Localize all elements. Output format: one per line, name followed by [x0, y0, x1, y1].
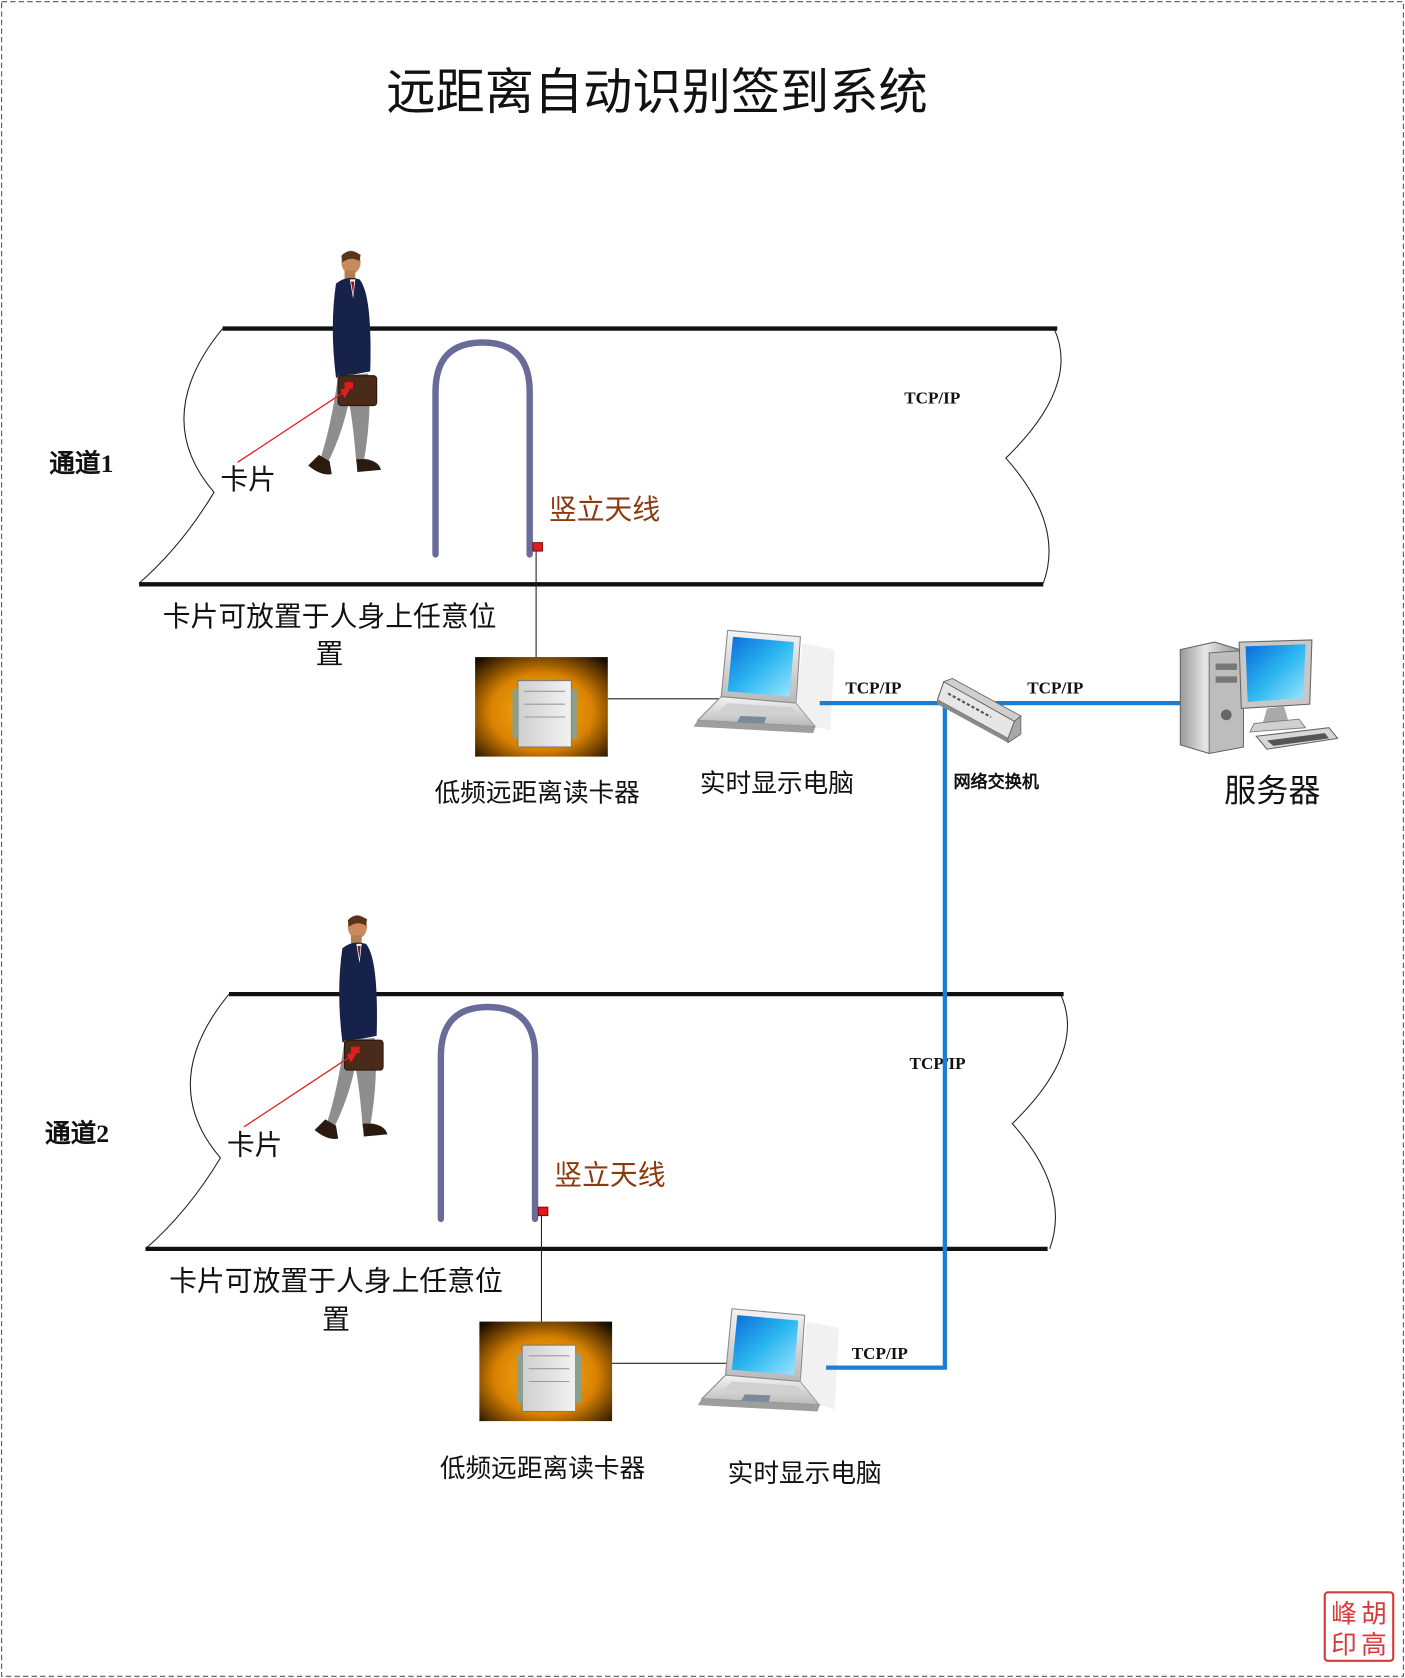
antenna-label: 竖立天线 [549, 495, 660, 526]
card-reader-icon [478, 1321, 613, 1422]
channel-1: 通道1 卡片 竖立天线 TCP/IP 卡片可放置于人身上任意位 置 低频远距离读… [49, 249, 1062, 808]
vertical-antenna-icon [437, 1003, 539, 1223]
channel-label: 通道1 [49, 448, 113, 478]
corridor-right-edge [1011, 993, 1068, 1250]
card-label: 卡片 [227, 1131, 283, 1162]
corridor-protocol-label: TCP/IP [910, 1054, 966, 1073]
person-icon [314, 914, 388, 1140]
server-label: 服务器 [1224, 773, 1320, 809]
seal-char-4: 印 [1331, 1630, 1357, 1659]
channel-2: 通道2 卡片 竖立天线 TCP/IP 卡片可放置于人身上任意位 置 低频远距离读… [45, 914, 1068, 1488]
person-icon [307, 249, 382, 475]
network-switch-label: 网络交换机 [953, 772, 1039, 792]
network-switch-icon [936, 678, 1022, 744]
corridor-protocol-label: TCP/IP [904, 388, 960, 407]
pc-link-protocol-label: TCP/IP [852, 1344, 908, 1363]
card-placement-note-line2: 置 [316, 640, 344, 671]
card-pointer [243, 1051, 358, 1128]
pc2-switch-link [826, 706, 948, 1370]
network: 网络交换机 TCP/IP 服务器 [819, 639, 1339, 1370]
pc-link-protocol-label: TCP/IP [845, 678, 901, 697]
server-link-protocol-label: TCP/IP [1027, 678, 1083, 697]
card-placement-note-line1: 卡片可放置于人身上任意位 [163, 602, 497, 633]
laptop-icon [697, 1308, 840, 1413]
seal-char-1: 胡 [1361, 1599, 1387, 1628]
card-pointer-head [340, 387, 351, 399]
page-title: 远距离自动识别签到系统 [386, 65, 927, 120]
pc-label: 实时显示电脑 [700, 769, 854, 798]
card-reader-label: 低频远距离读卡器 [440, 1454, 645, 1483]
laptop-icon [692, 629, 836, 734]
antenna-connector [532, 542, 543, 552]
antenna-label: 竖立天线 [554, 1161, 665, 1192]
card-placement-note-line1: 卡片可放置于人身上任意位 [169, 1267, 503, 1298]
card-placement-note-line2: 置 [322, 1305, 350, 1336]
antenna-connector [537, 1206, 549, 1217]
card-label: 卡片 [220, 465, 276, 496]
seal-char-3: 峰 [1331, 1599, 1357, 1628]
channel-label: 通道2 [45, 1118, 109, 1148]
corridor-right-edge [1005, 328, 1062, 584]
red-seal: 胡 高 峰 印 [1323, 1591, 1395, 1662]
seal-char-2: 高 [1361, 1630, 1387, 1659]
corridor-left-edge [138, 328, 223, 584]
card-pointer [237, 386, 352, 463]
server-computer-icon [1179, 639, 1339, 754]
corridor-left-edge [145, 993, 230, 1250]
card-pointer-head [346, 1051, 358, 1063]
pc-label: 实时显示电脑 [728, 1459, 882, 1488]
card-reader-label: 低频远距离读卡器 [434, 779, 639, 808]
card-reader-icon [474, 656, 609, 758]
vertical-antenna-icon [432, 339, 533, 558]
